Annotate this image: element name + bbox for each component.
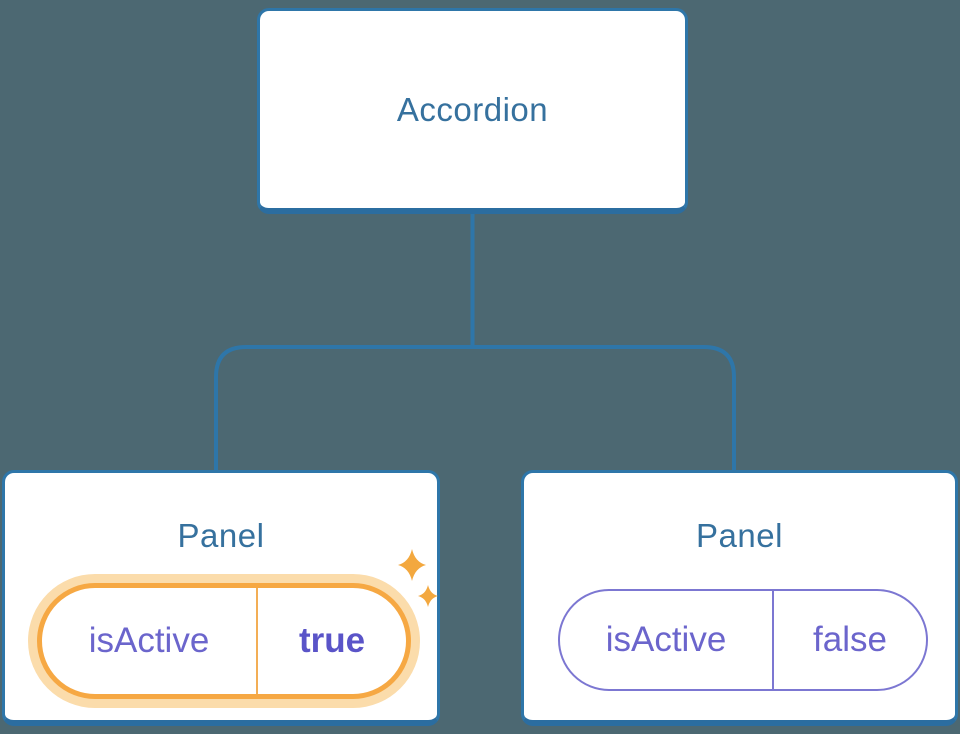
sparkle-small bbox=[418, 585, 438, 607]
pill-divider bbox=[256, 588, 258, 694]
panel-title: Panel bbox=[696, 517, 783, 554]
state-key-label: isActive bbox=[88, 621, 210, 660]
state-pill-active: isActive true bbox=[37, 583, 411, 699]
state-pill-inactive: isActive false bbox=[558, 589, 928, 691]
panel-node-inactive: Panel isActive false bbox=[521, 470, 958, 726]
accordion-node-label: Accordion bbox=[396, 90, 549, 128]
pill-divider bbox=[772, 591, 774, 689]
state-key-label: isActive bbox=[605, 620, 727, 659]
connector-branch bbox=[214, 345, 736, 472]
panel-title: Panel bbox=[177, 517, 265, 554]
sparkle-icon bbox=[398, 549, 438, 607]
state-value-label: false bbox=[813, 620, 887, 659]
sparkle-large bbox=[398, 549, 426, 581]
state-value-label: true bbox=[298, 621, 366, 660]
accordion-node: Accordion bbox=[257, 8, 688, 214]
panel-node-active: Panel isActive true bbox=[2, 470, 440, 726]
